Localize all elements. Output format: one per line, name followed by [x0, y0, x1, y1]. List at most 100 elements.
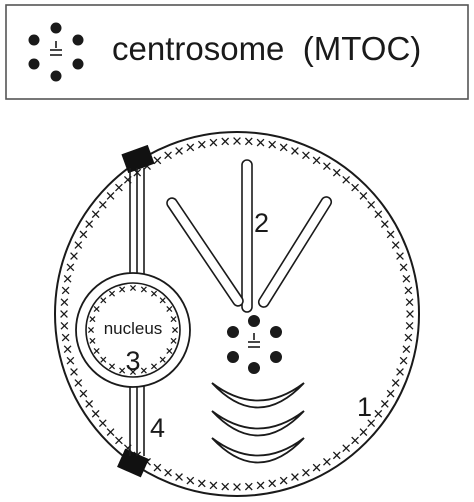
membrane-cross	[374, 210, 383, 219]
membrane-cross	[91, 409, 100, 418]
label-3: 3	[125, 346, 140, 376]
label-1: 1	[357, 392, 372, 422]
membrane-cross	[323, 457, 331, 466]
membrane-cross	[175, 473, 183, 481]
membrane-cross	[70, 368, 78, 376]
membrane-cross	[399, 356, 408, 365]
membrane-cross	[98, 200, 107, 209]
membrane-cross	[108, 363, 116, 370]
membrane-cross	[106, 192, 115, 200]
membrane-cross	[256, 138, 265, 147]
nucleus-label: nucleus	[104, 319, 163, 338]
legend-box	[5, 4, 469, 100]
membrane-cross	[98, 419, 107, 428]
membrane-cross	[115, 436, 123, 445]
membrane-cross	[166, 305, 173, 313]
membrane-cross	[66, 263, 75, 272]
membrane-cross	[359, 428, 368, 436]
membrane-cross	[150, 290, 158, 297]
golgi-apparatus	[211, 382, 305, 464]
membrane-cross	[291, 147, 299, 155]
membrane-cross	[74, 241, 83, 249]
membrane-cross	[61, 333, 70, 342]
membrane-cross	[140, 367, 147, 374]
membrane-cross	[186, 476, 195, 485]
label-4: 4	[150, 413, 165, 443]
membrane-cross	[233, 137, 241, 145]
membrane-cross	[279, 476, 288, 485]
membrane-cross	[351, 183, 359, 192]
membrane-cross	[399, 263, 408, 272]
membrane-cross	[209, 481, 218, 490]
membrane-cross	[140, 286, 147, 293]
cell-centrosome-icon	[227, 315, 282, 374]
membrane-cross	[74, 379, 83, 387]
membrane-cross	[244, 482, 253, 491]
membrane-cross	[153, 463, 162, 472]
membrane-cross	[268, 140, 277, 149]
membrane-cross	[93, 347, 100, 355]
microtubule-right	[257, 196, 333, 308]
microtubules	[166, 159, 333, 313]
microtubule-center	[241, 159, 253, 313]
membrane-cross	[402, 274, 411, 283]
membrane-cross	[406, 310, 414, 318]
membrane-cross	[404, 333, 413, 342]
membrane-cross	[380, 400, 389, 408]
membrane-cross	[164, 468, 172, 477]
nucleus-envelope-crosses	[87, 284, 179, 376]
membrane-cross	[129, 284, 137, 292]
membrane-cross	[79, 230, 88, 239]
membrane-cross	[332, 451, 341, 460]
membrane-cross	[312, 156, 321, 165]
centrosome-icon	[28, 22, 84, 82]
membrane-cross	[63, 274, 72, 283]
membrane-cross	[87, 326, 95, 334]
membrane-cross	[61, 286, 70, 295]
membrane-cross	[175, 147, 183, 155]
membrane-cross	[342, 175, 351, 184]
membrane-cross	[60, 310, 68, 318]
membrane-cross	[63, 345, 72, 354]
membrane-cross	[405, 298, 414, 307]
membrane-cross	[100, 356, 107, 363]
membrane-cross	[106, 428, 115, 436]
membrane-cross	[332, 168, 341, 177]
membrane-cross	[367, 419, 376, 428]
membrane-cross	[66, 356, 75, 365]
membrane-cross	[89, 316, 96, 323]
membrane-cross	[402, 345, 411, 354]
membrane-cross	[93, 305, 100, 313]
golgi-cisterna-3	[211, 437, 305, 464]
membrane-cross	[374, 409, 383, 418]
membrane-cross	[186, 143, 195, 152]
membrane-cross	[244, 137, 253, 146]
membrane-cross	[405, 321, 414, 330]
membrane-cross	[396, 252, 404, 260]
membrane-cross	[197, 140, 206, 149]
membrane-cross	[159, 297, 166, 304]
membrane-cross	[115, 183, 123, 192]
membrane-cross	[119, 367, 126, 374]
membrane-cross	[256, 481, 265, 490]
golgi-cisterna-2	[211, 410, 305, 437]
label-2: 2	[254, 208, 269, 238]
membrane-cross	[359, 192, 368, 200]
membrane-cross	[119, 286, 126, 293]
membrane-cross	[386, 230, 395, 239]
membrane-cross	[323, 162, 331, 171]
membrane-cross	[79, 389, 88, 398]
membrane-cross	[312, 463, 321, 472]
membrane-cross	[197, 479, 206, 488]
legend: centrosome (MTOC)	[5, 4, 469, 100]
membrane-cross	[108, 290, 116, 297]
membrane-cross	[91, 210, 100, 219]
membrane-cross	[129, 368, 137, 376]
membrane-cross	[391, 241, 400, 249]
membrane-cross	[233, 483, 241, 491]
membrane-cross	[153, 156, 162, 165]
membrane-cross	[150, 363, 158, 370]
membrane-cross	[159, 356, 166, 363]
membrane-cross	[351, 436, 359, 445]
